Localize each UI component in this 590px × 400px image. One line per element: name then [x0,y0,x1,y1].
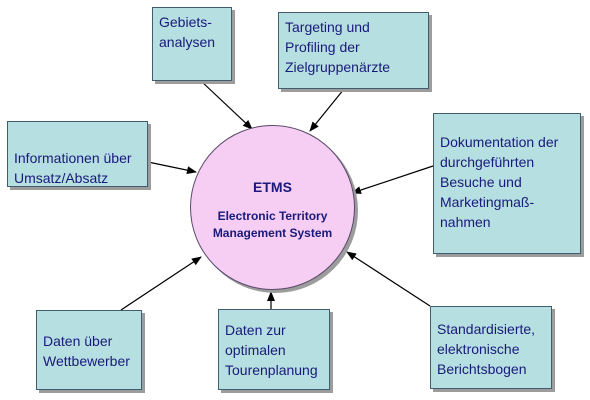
box-gebietsanalysen: Gebiets- analysen [152,7,232,81]
box-targeting-profiling: Targeting und Profiling der Zielgruppenä… [278,12,429,89]
connector-targeting [309,88,345,132]
etms-center-circle: ETMS Electronic Territory Management Sys… [190,125,355,290]
connector-wettbewerber [120,256,202,311]
box-tourenplanung: Daten zur optimalen Tourenplanung [218,309,330,390]
box-umsatz-absatz: Informationen über Umsatz/Absatz [7,121,148,187]
connector-umsatz [147,161,197,175]
connector-gebiets [200,80,253,130]
center-subtitle: Electronic Territory Management System [212,209,333,240]
box-daten-wettbewerber: Daten über Wettbewerber [36,310,142,390]
connector-dokumentation [351,165,434,194]
connector-berichte [346,251,431,307]
box-berichtsbogen: Standardisierte, elektronische Berichtsb… [430,306,552,389]
box-dokumentation-besuche: Dokumentation der durchgeführten Besuche… [433,113,581,254]
center-title: ETMS [253,179,292,195]
